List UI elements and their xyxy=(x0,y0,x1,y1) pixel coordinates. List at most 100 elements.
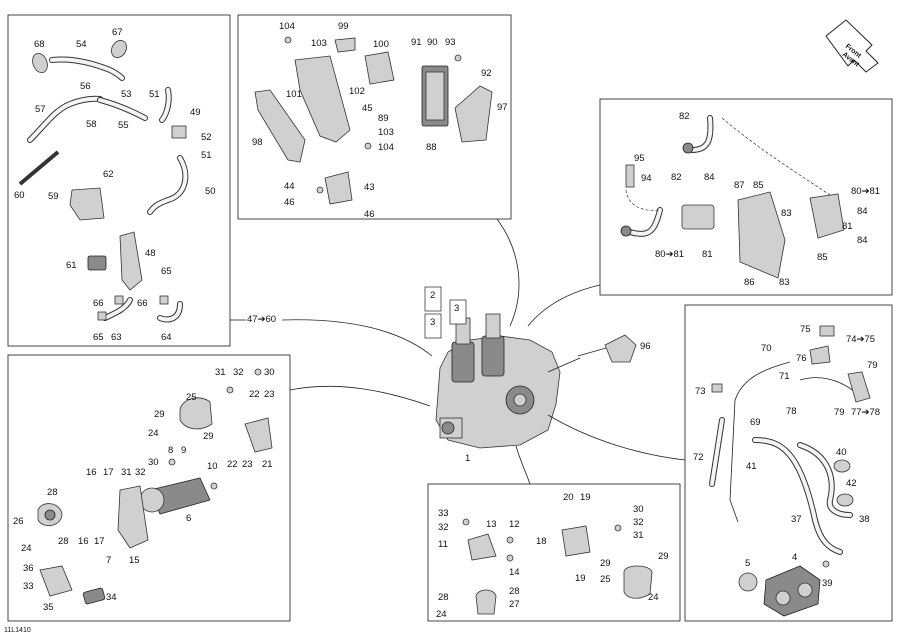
label-17a: 17 xyxy=(103,467,114,478)
label-86: 86 xyxy=(744,277,755,288)
label-104b: 104 xyxy=(378,142,394,153)
label-61: 61 xyxy=(66,260,77,271)
label-28b: 28 xyxy=(58,536,69,547)
label-46a: 46 xyxy=(284,197,295,208)
label-85b: 85 xyxy=(817,252,828,263)
panel-bottom-right xyxy=(684,304,893,622)
label-103a: 103 xyxy=(311,38,327,49)
label-cap-b: 3 xyxy=(454,303,459,314)
label-4: 4 xyxy=(792,552,797,563)
label-79a: 79 xyxy=(867,360,878,371)
label-71: 71 xyxy=(779,371,790,382)
engine-assembly xyxy=(435,313,581,449)
label-29b: 29 xyxy=(203,431,214,442)
label-18: 18 xyxy=(536,536,547,547)
label-19a: 19 xyxy=(580,492,591,503)
label-82b: 82 xyxy=(671,172,682,183)
label-55: 55 xyxy=(118,120,129,131)
label-75: 75 xyxy=(800,324,811,335)
label-45: 45 xyxy=(362,103,373,114)
label-76: 76 xyxy=(796,353,807,364)
label-94: 94 xyxy=(641,173,652,184)
label-82a: 82 xyxy=(679,111,690,122)
label-32d: 32 xyxy=(438,522,449,533)
bottom-left-parts xyxy=(37,368,273,605)
label-96: 96 xyxy=(640,341,651,352)
label-35: 35 xyxy=(43,602,54,613)
label-57: 57 xyxy=(35,104,46,115)
label-97: 89 xyxy=(378,113,389,124)
label-78: 78 xyxy=(786,406,797,417)
label-25b: 25 xyxy=(600,574,611,585)
label-29a: 29 xyxy=(154,409,165,420)
label-38: 38 xyxy=(859,514,870,525)
label-98: 98 xyxy=(252,137,263,148)
label-80-81a: 80➔81 xyxy=(851,186,880,197)
label-28c: 28 xyxy=(438,592,449,603)
label-65b: 65 xyxy=(93,332,104,343)
label-73: 73 xyxy=(695,386,706,397)
label-64: 64 xyxy=(161,332,172,343)
label-90: 90 xyxy=(427,37,438,48)
label-74-75: 74➔75 xyxy=(846,334,875,345)
label-50: 50 xyxy=(205,186,216,197)
part-96 xyxy=(604,334,637,363)
label-83a: 83 xyxy=(781,208,792,219)
label-26: 26 xyxy=(13,516,24,527)
label-23b: 23 xyxy=(242,459,253,470)
label-33b: 33 xyxy=(438,508,449,519)
label-14: 14 xyxy=(509,567,520,578)
box-cap-b xyxy=(449,299,467,325)
label-87: 87 xyxy=(734,180,745,191)
label-8: 8 xyxy=(168,445,173,456)
panel-top-right xyxy=(599,98,893,296)
front-direction-arrow: Front Avant xyxy=(825,19,879,73)
label-28d: 28 xyxy=(509,586,520,597)
top-right-parts xyxy=(620,115,845,279)
label-65a: 65 xyxy=(161,266,172,277)
label-22b: 22 xyxy=(227,459,238,470)
label-44: 44 xyxy=(284,181,295,192)
label-spark-plug: 2 xyxy=(430,290,435,301)
top-middle-labels: 104 99 103 100 91 90 93 92 102 101 45 97… xyxy=(252,21,508,220)
label-63: 63 xyxy=(111,332,122,343)
label-69: 69 xyxy=(750,417,761,428)
label-28a: 28 xyxy=(47,487,58,498)
label-52: 52 xyxy=(201,132,212,143)
label-16b: 16 xyxy=(78,536,89,547)
label-29c: 29 xyxy=(658,551,669,562)
label-81b: 81 xyxy=(702,249,713,260)
top-right-labels: 82 95 94 84 87 85 80➔81 82 83 84 81 84 8… xyxy=(634,111,880,288)
label-11: 11 xyxy=(438,539,448,550)
bottom-left-labels: 31 32 30 25 22 23 29 24 29 8 9 22 23 21 … xyxy=(13,367,275,613)
label-77-78: 77➔78 xyxy=(851,407,880,418)
label-72: 72 xyxy=(693,452,704,463)
label-66b: 66 xyxy=(137,298,148,309)
label-24d: 24 xyxy=(648,592,659,603)
label-25: 25 xyxy=(186,392,197,403)
label-34: 34 xyxy=(106,592,117,603)
bottom-right-parts xyxy=(709,325,871,617)
box-spark-plug xyxy=(424,286,442,312)
bottom-right-labels: 75 74➔75 70 76 79 73 71 78 79 77➔78 69 7… xyxy=(693,324,880,589)
label-56: 56 xyxy=(80,81,91,92)
label-32b: 32 xyxy=(135,467,146,478)
label-70: 70 xyxy=(761,343,772,354)
label-60: 60 xyxy=(14,190,25,201)
label-cap-a: 3 xyxy=(430,317,435,328)
label-101: 101 xyxy=(286,89,302,100)
label-10: 10 xyxy=(207,461,218,472)
label-62: 62 xyxy=(103,169,114,180)
label-21: 21 xyxy=(262,459,273,470)
label-5: 5 xyxy=(745,558,750,569)
label-31a: 31 xyxy=(215,367,226,378)
label-83b: 83 xyxy=(779,277,790,288)
label-39: 39 xyxy=(822,578,833,589)
label-80-81b: 80➔81 xyxy=(655,249,684,260)
bottom-middle-labels: 20 19 33 30 32 13 12 32 31 11 18 14 29 2… xyxy=(436,492,669,620)
label-link-47-60: 47➔60 xyxy=(247,314,276,325)
label-84a: 84 xyxy=(704,172,715,183)
label-43: 43 xyxy=(364,182,375,193)
label-6: 6 xyxy=(186,513,191,524)
